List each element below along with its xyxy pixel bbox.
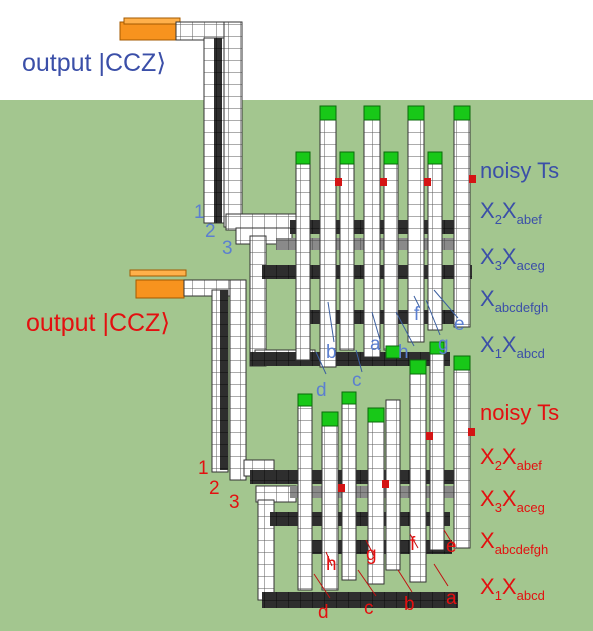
- bottom-qubit-f: f: [410, 534, 416, 555]
- bottom-qubit-e: e: [446, 536, 457, 557]
- bottom-qubit-d: d: [318, 602, 329, 623]
- bottom-input-2: 2: [209, 478, 220, 499]
- t-state: [408, 106, 424, 120]
- top-qubit-b: b: [326, 342, 337, 363]
- t-state: [454, 106, 470, 120]
- t-state: [364, 106, 380, 120]
- t-state: [322, 412, 338, 426]
- injection-site: [380, 178, 387, 186]
- bottom-output-label: output |CCZ⟩: [26, 309, 170, 337]
- bottom-qubit-b: b: [404, 594, 415, 615]
- t-state: [410, 360, 426, 374]
- top-qubit-f: f: [414, 304, 420, 325]
- t-state: [340, 152, 354, 164]
- top-noisy-ts-label: noisy Ts: [480, 158, 559, 183]
- t-state: [342, 392, 356, 404]
- top-input-3: 3: [222, 238, 233, 259]
- bottom-output-block: [136, 280, 184, 298]
- bottom-qubit-g: g: [366, 544, 377, 565]
- injection-site: [382, 480, 389, 488]
- bottom-input-3: 3: [229, 492, 240, 513]
- top-qubit-h: h: [398, 342, 409, 363]
- top-qubit-g: g: [438, 334, 449, 355]
- t-state: [428, 152, 442, 164]
- bottom-qubit-h: h: [326, 554, 337, 575]
- t-state: [320, 106, 336, 120]
- t-state: [384, 152, 398, 164]
- top-qubit-c: c: [352, 370, 362, 391]
- injection-site: [424, 178, 431, 186]
- top-output-block: [120, 22, 176, 40]
- top-input-1: 1: [194, 202, 205, 223]
- bottom-input-1: 1: [198, 458, 209, 479]
- injection-site: [468, 428, 475, 436]
- top-qubit-a: a: [370, 334, 381, 355]
- bottom-qubit-a: a: [446, 588, 457, 609]
- injection-site: [469, 175, 476, 183]
- bottom-noisy-ts-label: noisy Ts: [480, 400, 559, 425]
- injection-site: [338, 484, 345, 492]
- injection-site: [426, 432, 433, 440]
- top-input-2: 2: [205, 221, 216, 242]
- t-state: [454, 356, 470, 370]
- t-state: [298, 394, 312, 406]
- injection-site: [335, 178, 342, 186]
- top-qubit-e: e: [454, 314, 465, 335]
- bottom-qubit-c: c: [364, 598, 374, 619]
- top-qubit-d: d: [316, 380, 327, 401]
- t-state: [296, 152, 310, 164]
- t-state: [368, 408, 384, 422]
- top-output-label: output |CCZ⟩: [22, 49, 166, 77]
